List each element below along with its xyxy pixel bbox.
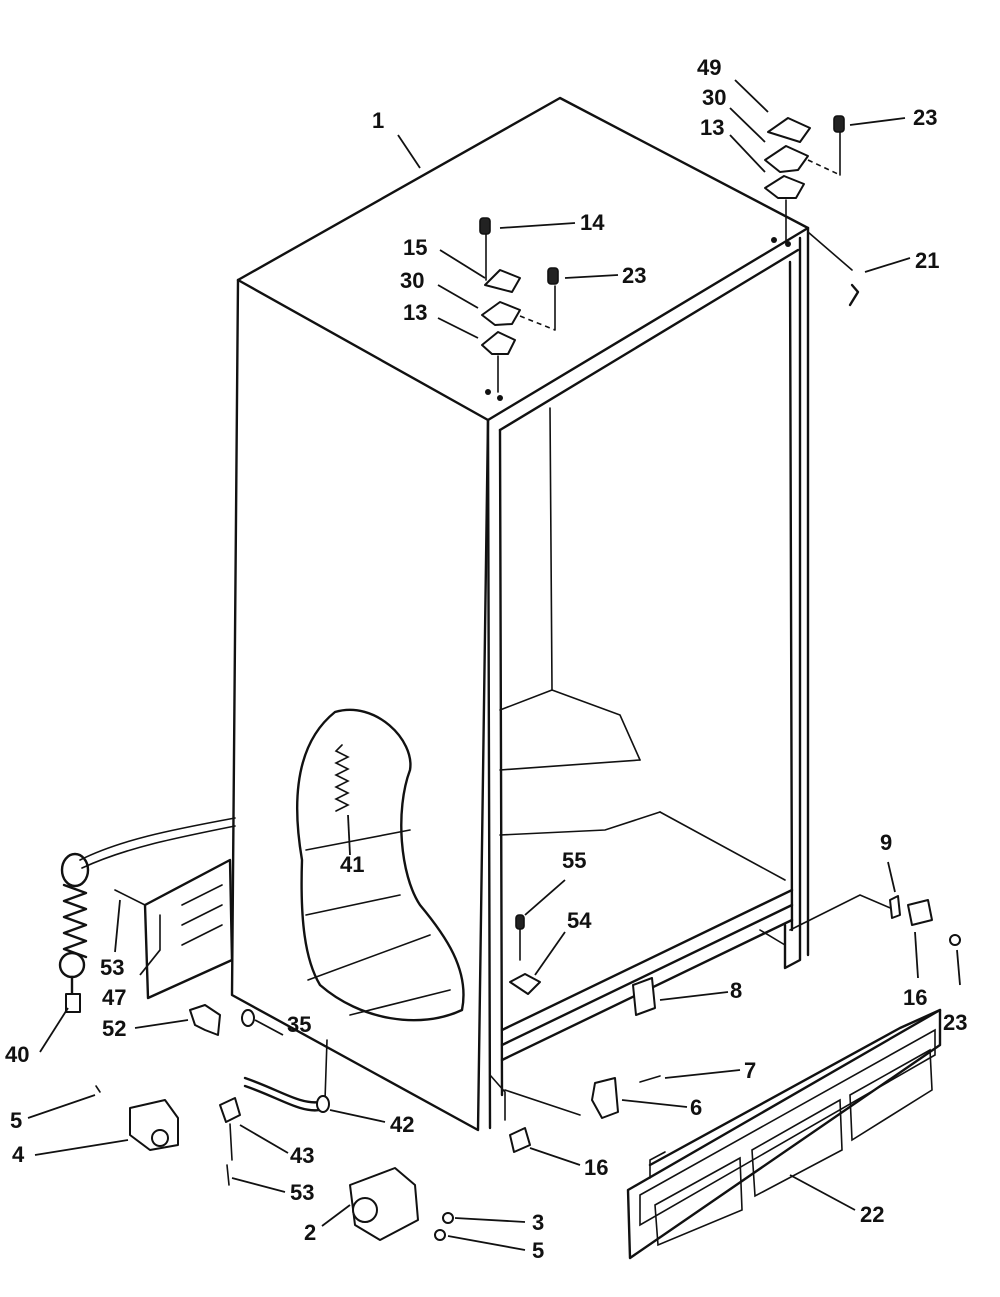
side-cutaway bbox=[296, 708, 465, 1022]
tube-42 bbox=[243, 1039, 330, 1113]
screw-53 bbox=[226, 1164, 230, 1186]
callout-6: 6 bbox=[690, 1095, 702, 1120]
part-2 bbox=[349, 1167, 454, 1241]
spring-41 bbox=[334, 744, 351, 856]
callout-21: 21 bbox=[915, 248, 939, 273]
callout-53-upper: 53 bbox=[100, 955, 124, 980]
callout-7: 7 bbox=[744, 1058, 756, 1083]
callout-9: 9 bbox=[880, 830, 892, 855]
callout-30-top: 30 bbox=[702, 85, 726, 110]
top-hinge-right bbox=[764, 115, 845, 247]
callout-2: 2 bbox=[304, 1220, 316, 1245]
callout-43: 43 bbox=[290, 1143, 314, 1168]
part-6 bbox=[591, 1075, 661, 1119]
callout-16-right: 16 bbox=[903, 985, 927, 1010]
part-54 bbox=[509, 973, 541, 995]
callout-13-top: 13 bbox=[700, 115, 724, 140]
callout-40: 40 bbox=[5, 1042, 29, 1067]
callout-14: 14 bbox=[580, 210, 605, 235]
leader-lines bbox=[27, 79, 961, 1251]
callout-23-top: 23 bbox=[913, 105, 937, 130]
top-hinge-center bbox=[479, 217, 559, 401]
callout-52: 52 bbox=[102, 1016, 126, 1041]
callout-47: 47 bbox=[102, 985, 126, 1010]
cabinet bbox=[230, 96, 896, 1132]
part-55 bbox=[515, 914, 525, 961]
callout-35: 35 bbox=[287, 1012, 311, 1037]
callout-4: 4 bbox=[12, 1142, 25, 1167]
part-8 bbox=[632, 977, 656, 1016]
callout-8: 8 bbox=[730, 978, 742, 1003]
callout-1: 1 bbox=[372, 108, 384, 133]
callout-54: 54 bbox=[567, 908, 592, 933]
callout-41: 41 bbox=[340, 852, 364, 877]
clip-43 bbox=[219, 1097, 241, 1161]
callout-22: 22 bbox=[860, 1202, 884, 1227]
callout-23-right: 23 bbox=[943, 1010, 967, 1035]
callout-5-bottom: 5 bbox=[532, 1238, 544, 1263]
callout-15: 15 bbox=[403, 235, 427, 260]
callout-53-lower: 53 bbox=[290, 1180, 314, 1205]
callout-42: 42 bbox=[390, 1112, 414, 1137]
callout-5-left: 5 bbox=[10, 1108, 22, 1133]
part-16-bottom bbox=[509, 1127, 531, 1153]
bracket-47 bbox=[114, 858, 234, 1000]
callout-55: 55 bbox=[562, 848, 586, 873]
callout-49: 49 bbox=[697, 55, 721, 80]
part-21 bbox=[807, 231, 860, 307]
callout-30-mid: 30 bbox=[400, 268, 424, 293]
clip-52 bbox=[189, 1004, 255, 1036]
callout-23-mid: 23 bbox=[622, 263, 646, 288]
part-4 bbox=[95, 1085, 179, 1151]
bottom-hinge-right bbox=[889, 895, 961, 946]
grille-22 bbox=[626, 1008, 942, 1260]
callout-labels: 1 49 30 13 23 14 15 23 30 13 21 41 55 54… bbox=[5, 55, 967, 1263]
callout-13-mid: 13 bbox=[403, 300, 427, 325]
callout-16-bottom: 16 bbox=[584, 1155, 608, 1180]
callout-3: 3 bbox=[532, 1210, 544, 1235]
power-cord-assembly bbox=[58, 817, 236, 1013]
